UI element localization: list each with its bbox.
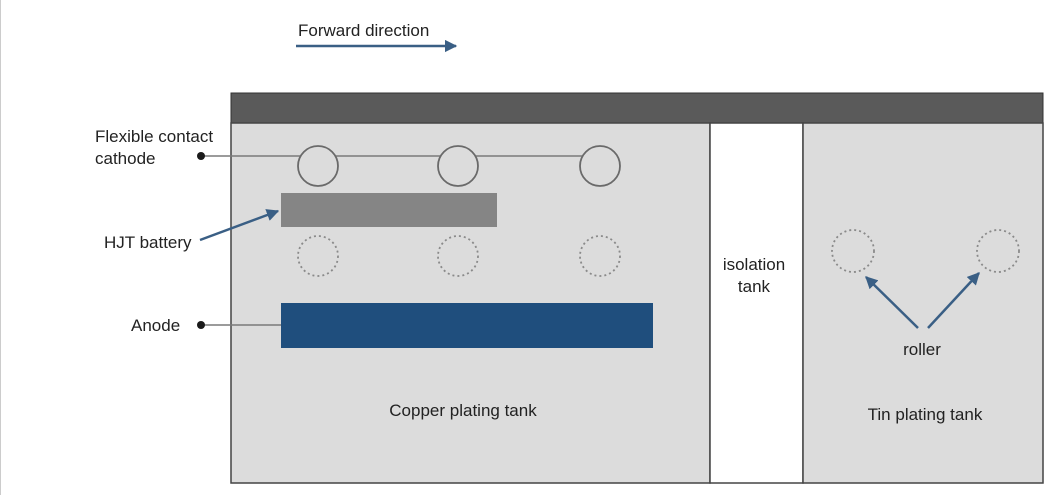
hjt-battery-arrow	[199, 209, 280, 242]
lower-roller	[579, 235, 621, 277]
isolation-tank-label-line2: tank	[738, 277, 771, 296]
anode-plate	[281, 303, 653, 348]
copper-plating-tank-label: Copper plating tank	[389, 401, 537, 420]
tin-plating-tank	[802, 122, 1044, 484]
isolation-tank	[709, 122, 804, 484]
roller-arrow-left	[865, 276, 919, 329]
tin-plating-tank-label: Tin plating tank	[868, 405, 983, 424]
tank-top-bar	[230, 92, 1044, 124]
flexible-contact-cathode-label-line1: Flexible contact	[95, 127, 213, 146]
cathode-roller	[579, 145, 621, 187]
anode-leader-dot	[197, 321, 205, 329]
roller-arrow-right	[927, 272, 980, 329]
tin-roller	[976, 229, 1020, 273]
cathode-roller	[437, 145, 479, 187]
flexible-contact-cathode-label-line2: cathode	[95, 149, 156, 168]
forward-direction-label: Forward direction	[298, 21, 429, 40]
roller-label: roller	[903, 340, 941, 359]
anode-label: Anode	[131, 316, 180, 335]
hjt-battery-label: HJT battery	[104, 233, 192, 252]
cathode-leader-dot	[197, 152, 205, 160]
hjt-battery	[281, 193, 497, 227]
isolation-tank-label-line1: isolation	[723, 255, 785, 274]
lower-roller	[437, 235, 479, 277]
tin-roller	[831, 229, 875, 273]
lower-roller	[297, 235, 339, 277]
cathode-roller	[297, 145, 339, 187]
